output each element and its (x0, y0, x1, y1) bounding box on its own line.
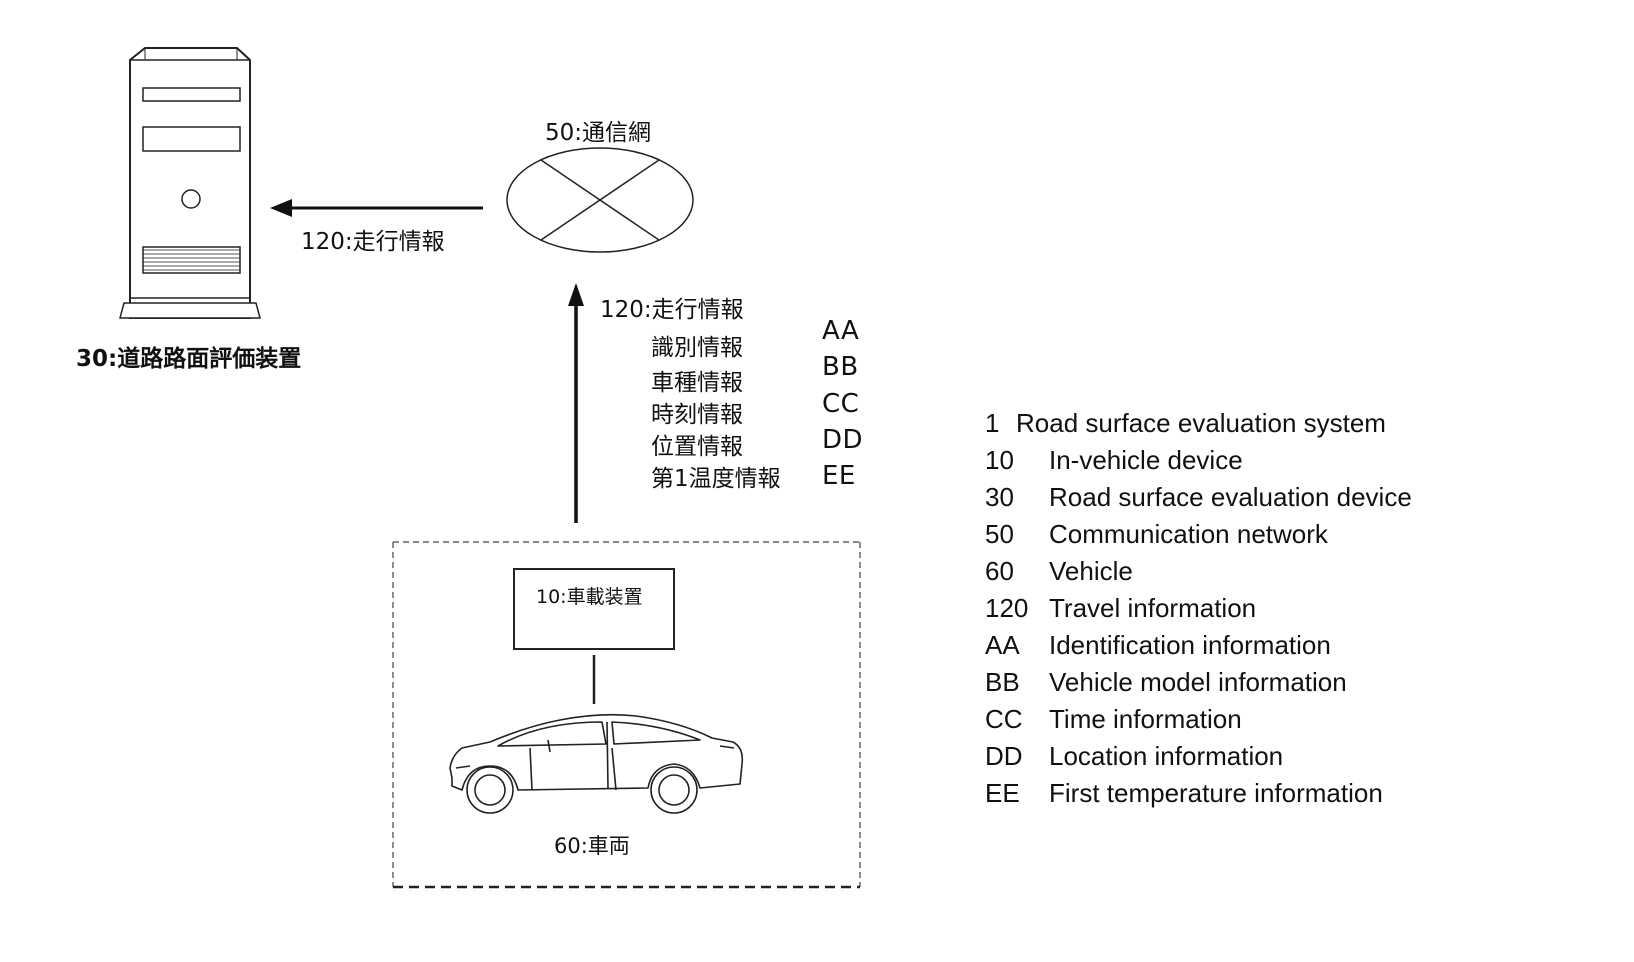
arrow-label-to-network: 120:走行情報 (600, 290, 744, 324)
info-item-location: 位置情報 (651, 427, 743, 461)
legend-num: DD (985, 741, 1023, 772)
legend-row: DD Location information (985, 741, 1023, 772)
legend-row: BB Vehicle model information (985, 667, 1020, 698)
legend-desc: Identification information (1049, 630, 1331, 661)
legend-row: 10 In-vehicle device (985, 445, 1014, 476)
legend-desc: First temperature information (1049, 778, 1383, 809)
legend-desc: Vehicle (1049, 556, 1133, 587)
info-code-cc: CC (822, 389, 859, 419)
legend-row: EE First temperature information (985, 778, 1020, 809)
legend-num: 120 (985, 593, 1028, 624)
info-code-bb: BB (822, 352, 859, 382)
network-icon (507, 148, 693, 252)
server-label: 30:道路路面評価装置 (76, 339, 301, 373)
legend-num: 50 (985, 519, 1014, 550)
legend-row: AA Identification information (985, 630, 1020, 661)
legend-row: CC Time information (985, 704, 1023, 735)
info-code-dd: DD (822, 425, 863, 455)
legend-row: 30 Road surface evaluation device (985, 482, 1014, 513)
legend-desc: Travel information (1049, 593, 1256, 624)
legend-desc: Communication network (1049, 519, 1328, 550)
legend-num: 30 (985, 482, 1014, 513)
legend-row: 60 Vehicle (985, 556, 1014, 587)
legend-row: 50 Communication network (985, 519, 1014, 550)
arrow-label-to-server: 120:走行情報 (301, 222, 445, 256)
info-item-time: 時刻情報 (651, 395, 743, 429)
legend-num: 60 (985, 556, 1014, 587)
legend-num: AA (985, 630, 1020, 661)
legend-desc: Road surface evaluation device (1049, 482, 1412, 513)
arrow-vehicle-to-network (568, 283, 584, 523)
legend-num: 1 (985, 408, 999, 439)
legend-row: 1 Road surface evaluation system (985, 408, 999, 439)
server-icon (120, 48, 260, 318)
legend-num: BB (985, 667, 1020, 698)
in-vehicle-device-box (514, 569, 674, 649)
legend-num: 10 (985, 445, 1014, 476)
network-label: 50:通信網 (545, 113, 651, 147)
info-item-vehicle-model: 車種情報 (651, 363, 743, 397)
info-code-aa: AA (822, 316, 859, 346)
info-item-identification: 識別情報 (651, 328, 743, 362)
info-code-ee: EE (822, 461, 856, 491)
legend-desc: Road surface evaluation system (1016, 408, 1386, 439)
arrow-network-to-server (270, 199, 483, 217)
legend-num: EE (985, 778, 1020, 809)
legend-desc: Location information (1049, 741, 1283, 772)
legend-desc: Vehicle model information (1049, 667, 1347, 698)
vehicle-label: 60:車両 (554, 830, 630, 860)
car-icon (450, 715, 742, 813)
info-item-first-temperature: 第1温度情報 (651, 459, 781, 493)
legend-desc: Time information (1049, 704, 1242, 735)
legend-desc: In-vehicle device (1049, 445, 1243, 476)
legend-row: 120 Travel information (985, 593, 1028, 624)
in-vehicle-device-label: 10:車載装置 (536, 582, 643, 609)
legend-num: CC (985, 704, 1023, 735)
